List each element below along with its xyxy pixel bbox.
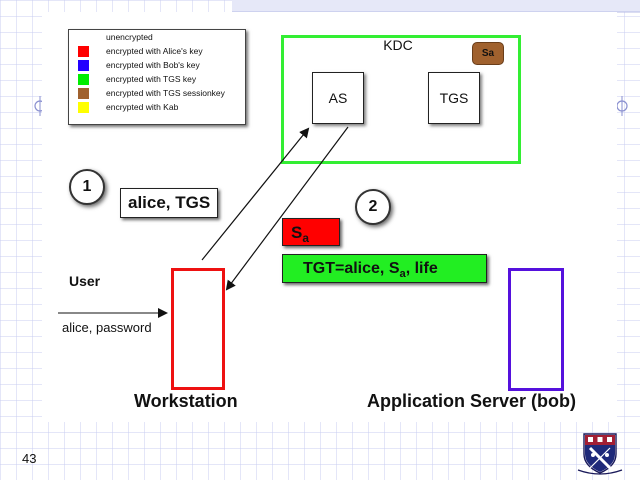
university-shield-logo — [577, 433, 623, 475]
step-1-badge: 1 — [69, 169, 105, 205]
tgt-prefix: TGT=alice, S — [303, 260, 400, 277]
sa-key-chip: Sa — [472, 42, 504, 65]
session-key-base: S — [291, 223, 303, 242]
tgs-server-box: TGS — [428, 72, 480, 124]
as-server-box: AS — [312, 72, 364, 124]
legend-swatch — [78, 46, 89, 57]
legend-swatch — [78, 60, 89, 71]
app-server-label: Application Server (bob) — [367, 391, 577, 411]
tgt-sub: a — [399, 268, 406, 280]
legend-item-label: encrypted with TGS sessionkey — [106, 88, 225, 98]
legend-item-label: unencrypted — [106, 32, 153, 42]
legend-item-kab: encrypted with Kab — [69, 101, 245, 114]
kdc-title: KDC — [383, 37, 413, 53]
user-input-label: alice, password — [62, 320, 152, 335]
legend-item-tgs-sessionkey: encrypted with TGS sessionkey — [69, 87, 245, 100]
tgt-suffix: , life — [405, 260, 438, 277]
workstation-box — [171, 268, 225, 390]
tgt-message: TGT=alice, Sa, life — [282, 254, 487, 283]
legend-item-tgs-key: encrypted with TGS key — [69, 73, 245, 86]
reply-arrow — [225, 126, 349, 291]
session-key-sub: a — [302, 231, 309, 245]
app-server-box — [508, 268, 564, 391]
legend-item-label: encrypted with Bob's key — [106, 60, 200, 70]
request-arrow — [201, 127, 310, 261]
legend-swatch — [78, 88, 89, 99]
legend-swatch — [78, 102, 89, 113]
workstation-label: Workstation — [134, 391, 238, 411]
step-2-badge: 2 — [355, 189, 391, 225]
legend-item-unencrypted: unencrypted — [69, 31, 245, 44]
legend-swatch — [78, 32, 89, 43]
user-label: User — [69, 273, 101, 289]
legend-item-label: encrypted with TGS key — [106, 74, 197, 84]
legend-item-bob-key: encrypted with Bob's key — [69, 59, 245, 72]
legend-item-label: encrypted with Alice's key — [106, 46, 203, 56]
legend-item-alice-key: encrypted with Alice's key — [69, 45, 245, 58]
request-message: alice, TGS — [120, 188, 219, 218]
legend-swatch — [78, 74, 89, 85]
legend-item-label: encrypted with Kab — [106, 102, 179, 112]
session-key-message: Sa — [282, 218, 340, 246]
legend: unencrypted encrypted with Alice's key e… — [68, 29, 246, 125]
page-number: 43 — [22, 451, 37, 466]
